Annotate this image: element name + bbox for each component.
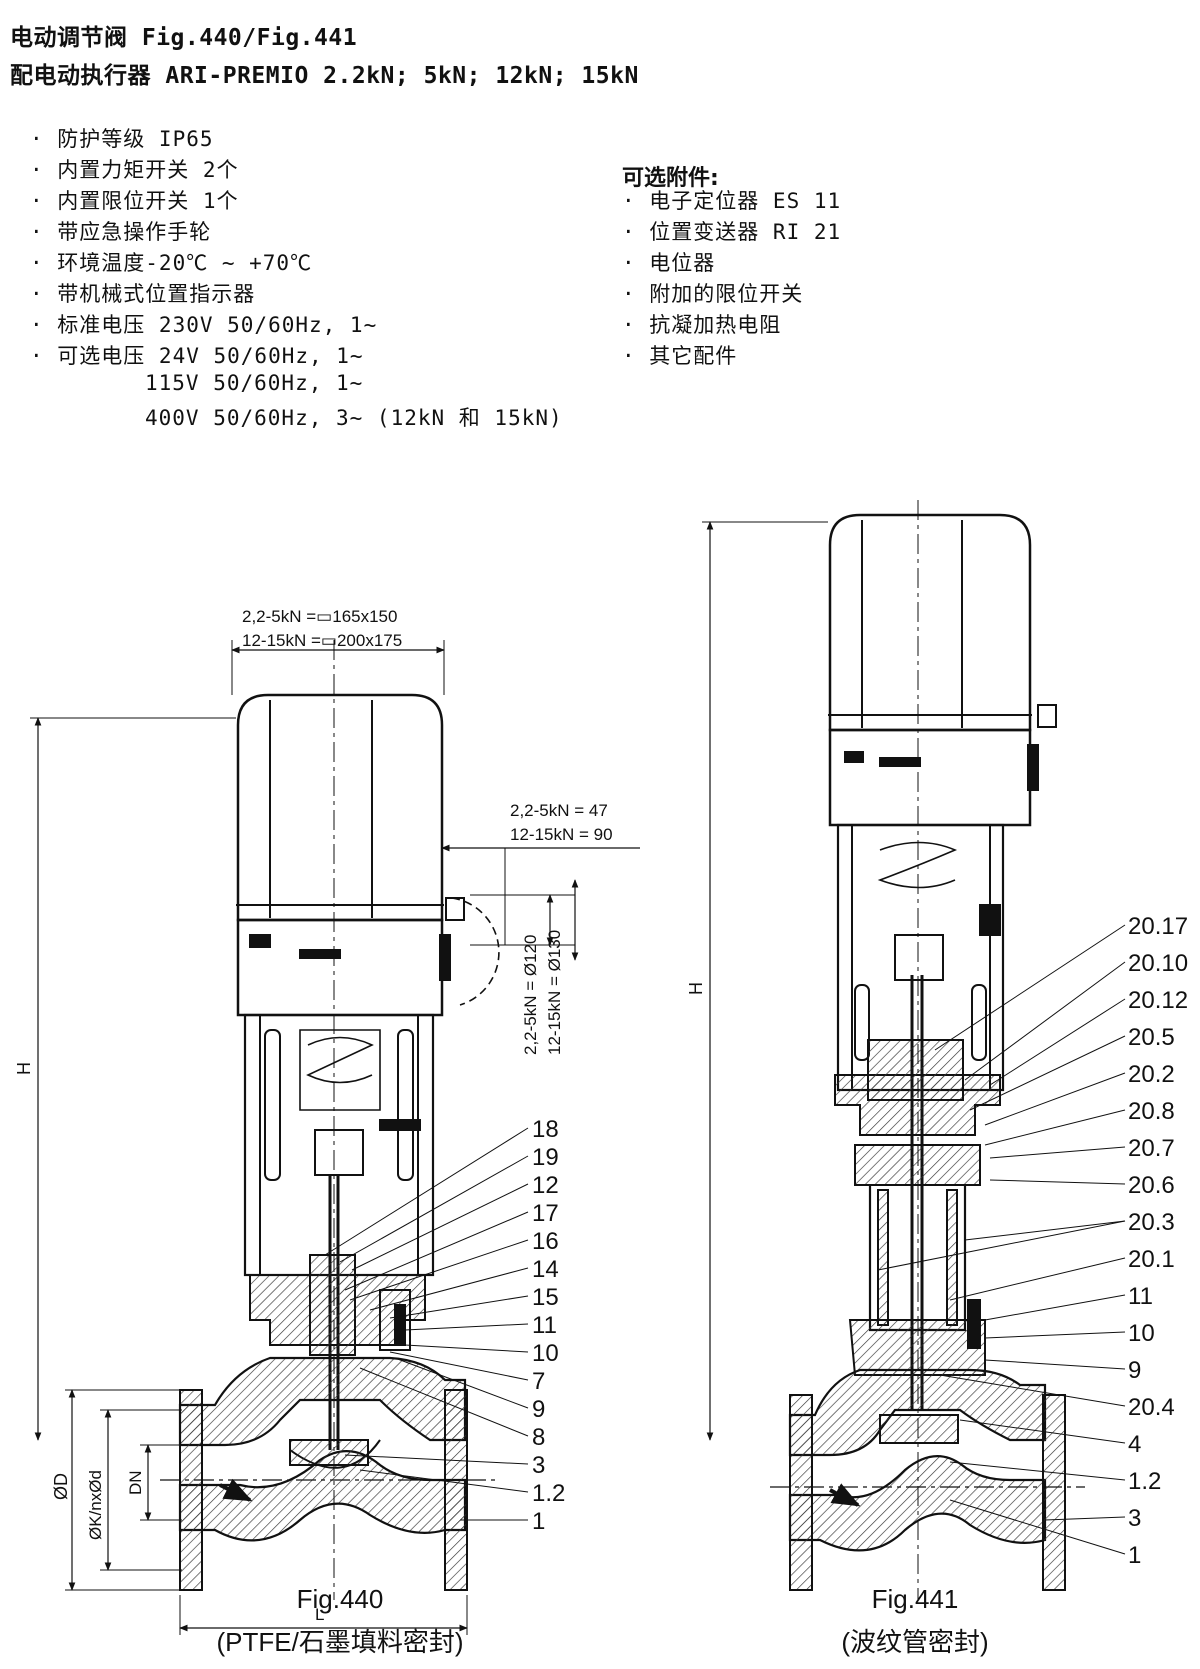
- fig440-label-DN: DN: [126, 1470, 145, 1495]
- fig440-label-H: H: [14, 1062, 34, 1075]
- fig441-part-label: 20.3: [1128, 1209, 1175, 1236]
- title-line-2: 配电动执行器 ARI-PREMIO 2.2kN; 5kN; 12kN; 15kN: [10, 63, 639, 89]
- fig441-part-label: 1: [1128, 1542, 1141, 1569]
- feature-item: · 带机械式位置指示器: [30, 282, 256, 306]
- fig440-actuator-housing: [236, 693, 444, 922]
- fig441-part-label: 20.17: [1128, 913, 1188, 940]
- fig440-leaders: [324, 1127, 529, 1521]
- fig440-right-flange: [444, 1389, 468, 1591]
- fig440-part-label: 17: [532, 1200, 559, 1227]
- fig440-part-label: 12: [532, 1172, 559, 1199]
- fig441-drawing: H 20.17 20.10 20.12 20: [686, 500, 1188, 1600]
- fig440-handwheel-arc: [451, 897, 500, 1006]
- fig440-part-label: 1.2: [532, 1480, 565, 1507]
- fig440-dim-top-2: 12-15kN =▭200x175: [242, 631, 402, 650]
- fig440-body: [178, 1356, 467, 1447]
- fig440-caption: Fig.440: [296, 1584, 384, 1614]
- option-item: · 电子定位器 ES 11: [622, 189, 842, 213]
- fig441-caption: Fig.441: [871, 1584, 959, 1614]
- fig440-part-label: 3: [532, 1452, 545, 1479]
- fig440-part-label: 10: [532, 1340, 559, 1367]
- fig440-drawing: 2,2-5kN =▭165x150 12-15kN =▭200x175 2,2-…: [14, 607, 640, 1635]
- fig441-part-labels: 20.17 20.10 20.12 20.5 20.2 20.8 20.7 20…: [1128, 913, 1188, 1569]
- fig441-part-label: 20.5: [1128, 1024, 1175, 1051]
- fig441-part-label: 11: [1128, 1283, 1153, 1310]
- fig440-dim-top-1: 2,2-5kN =▭165x150: [242, 607, 397, 626]
- feature-item: 400V 50/60Hz, 3~ (12kN 和 15kN): [145, 406, 563, 430]
- fig440-subcaption: (PTFE/石墨填料密封): [216, 1627, 464, 1657]
- fig440-part-label: 14: [532, 1256, 559, 1283]
- fig440-dim-side-2: 12-15kN = 90: [510, 825, 613, 844]
- fig440-label-D: ØD: [51, 1473, 71, 1500]
- feature-item: · 可选电压 24V 50/60Hz, 1~: [30, 344, 364, 368]
- fig441-right-flange: [1042, 1394, 1066, 1591]
- fig441-part-label: 9: [1128, 1357, 1141, 1384]
- fig441-part-label: 20.8: [1128, 1098, 1175, 1125]
- fig441-part-label: 20.7: [1128, 1135, 1175, 1162]
- option-item: · 电位器: [622, 251, 716, 275]
- fig441-part-label: 20.4: [1128, 1394, 1175, 1421]
- fig441-part-label: 20.2: [1128, 1061, 1175, 1088]
- fig441-actuator-housing: [828, 513, 1032, 732]
- feature-item: · 标准电压 230V 50/60Hz, 1~: [30, 313, 378, 337]
- fig440-handwheel-knob: [445, 897, 465, 921]
- fig440-part-label: 18: [532, 1116, 559, 1143]
- fig440-dim-side-1: 2,2-5kN = 47: [510, 801, 608, 820]
- fig441-actuator-base: [828, 728, 1032, 827]
- fig440-dim-vert-1: 2,2-5kN = Ø120: [521, 935, 540, 1056]
- fig441-handwheel-knob: [1037, 704, 1057, 728]
- fig441-part-label: 10: [1128, 1320, 1155, 1347]
- fig440-label-L: L: [315, 1605, 324, 1624]
- fig440-dim-vert-2: 12-15kN = Ø130: [545, 930, 564, 1055]
- fig440-part-label: 7: [532, 1368, 545, 1395]
- fig441-part-label: 20.1: [1128, 1246, 1175, 1273]
- fig441-part-label: 1.2: [1128, 1468, 1161, 1495]
- fig441-part-label: 3: [1128, 1505, 1141, 1532]
- option-item: · 抗凝加热电阻: [622, 313, 782, 337]
- fig441-part-label: 4: [1128, 1431, 1141, 1458]
- fig441-part-label: 20.6: [1128, 1172, 1175, 1199]
- feature-item: · 内置限位开关 1个: [30, 189, 239, 213]
- fig441-leaders: [877, 924, 1126, 1555]
- fig441-left-flange: [789, 1394, 813, 1591]
- option-item: · 位置变送器 RI 21: [622, 220, 842, 244]
- options-title: 可选附件:: [622, 166, 719, 191]
- fig441-label-H: H: [686, 982, 706, 995]
- feature-item: 115V 50/60Hz, 1~: [145, 371, 364, 395]
- fig440-part-label: 9: [532, 1396, 545, 1423]
- fig440-part-label: 16: [532, 1228, 559, 1255]
- feature-item: · 防护等级 IP65: [30, 127, 214, 151]
- fig441-subcaption: (波纹管密封): [841, 1627, 989, 1657]
- feature-item: · 环境温度-20℃ ~ +70℃: [30, 251, 313, 275]
- fig440-part-label: 8: [532, 1424, 545, 1451]
- fig441-plug: [879, 1414, 959, 1444]
- feature-item: · 内置力矩开关 2个: [30, 158, 239, 182]
- fig440-part-label: 11: [532, 1312, 557, 1339]
- fig441-part-label: 20.12: [1128, 987, 1188, 1014]
- fig440-part-label: 1: [532, 1508, 545, 1535]
- fig441-part-label: 20.10: [1128, 950, 1188, 977]
- title-line-1: 电动调节阀 Fig.440/Fig.441: [10, 25, 358, 51]
- fig440-part-label: 15: [532, 1284, 559, 1311]
- option-item: · 其它配件: [622, 344, 738, 368]
- fig440-label-K: ØK/nxØd: [86, 1470, 105, 1540]
- option-item: · 附加的限位开关: [622, 282, 804, 306]
- fig440-part-labels: 18 19 12 17 16 14 15 11 10 7 9 8 3 1.2 1: [532, 1116, 565, 1535]
- feature-item: · 带应急操作手轮: [30, 220, 212, 244]
- fig440-left-flange: [179, 1389, 203, 1591]
- fig440-plug: [289, 1439, 369, 1466]
- fig440-part-label: 19: [532, 1144, 559, 1171]
